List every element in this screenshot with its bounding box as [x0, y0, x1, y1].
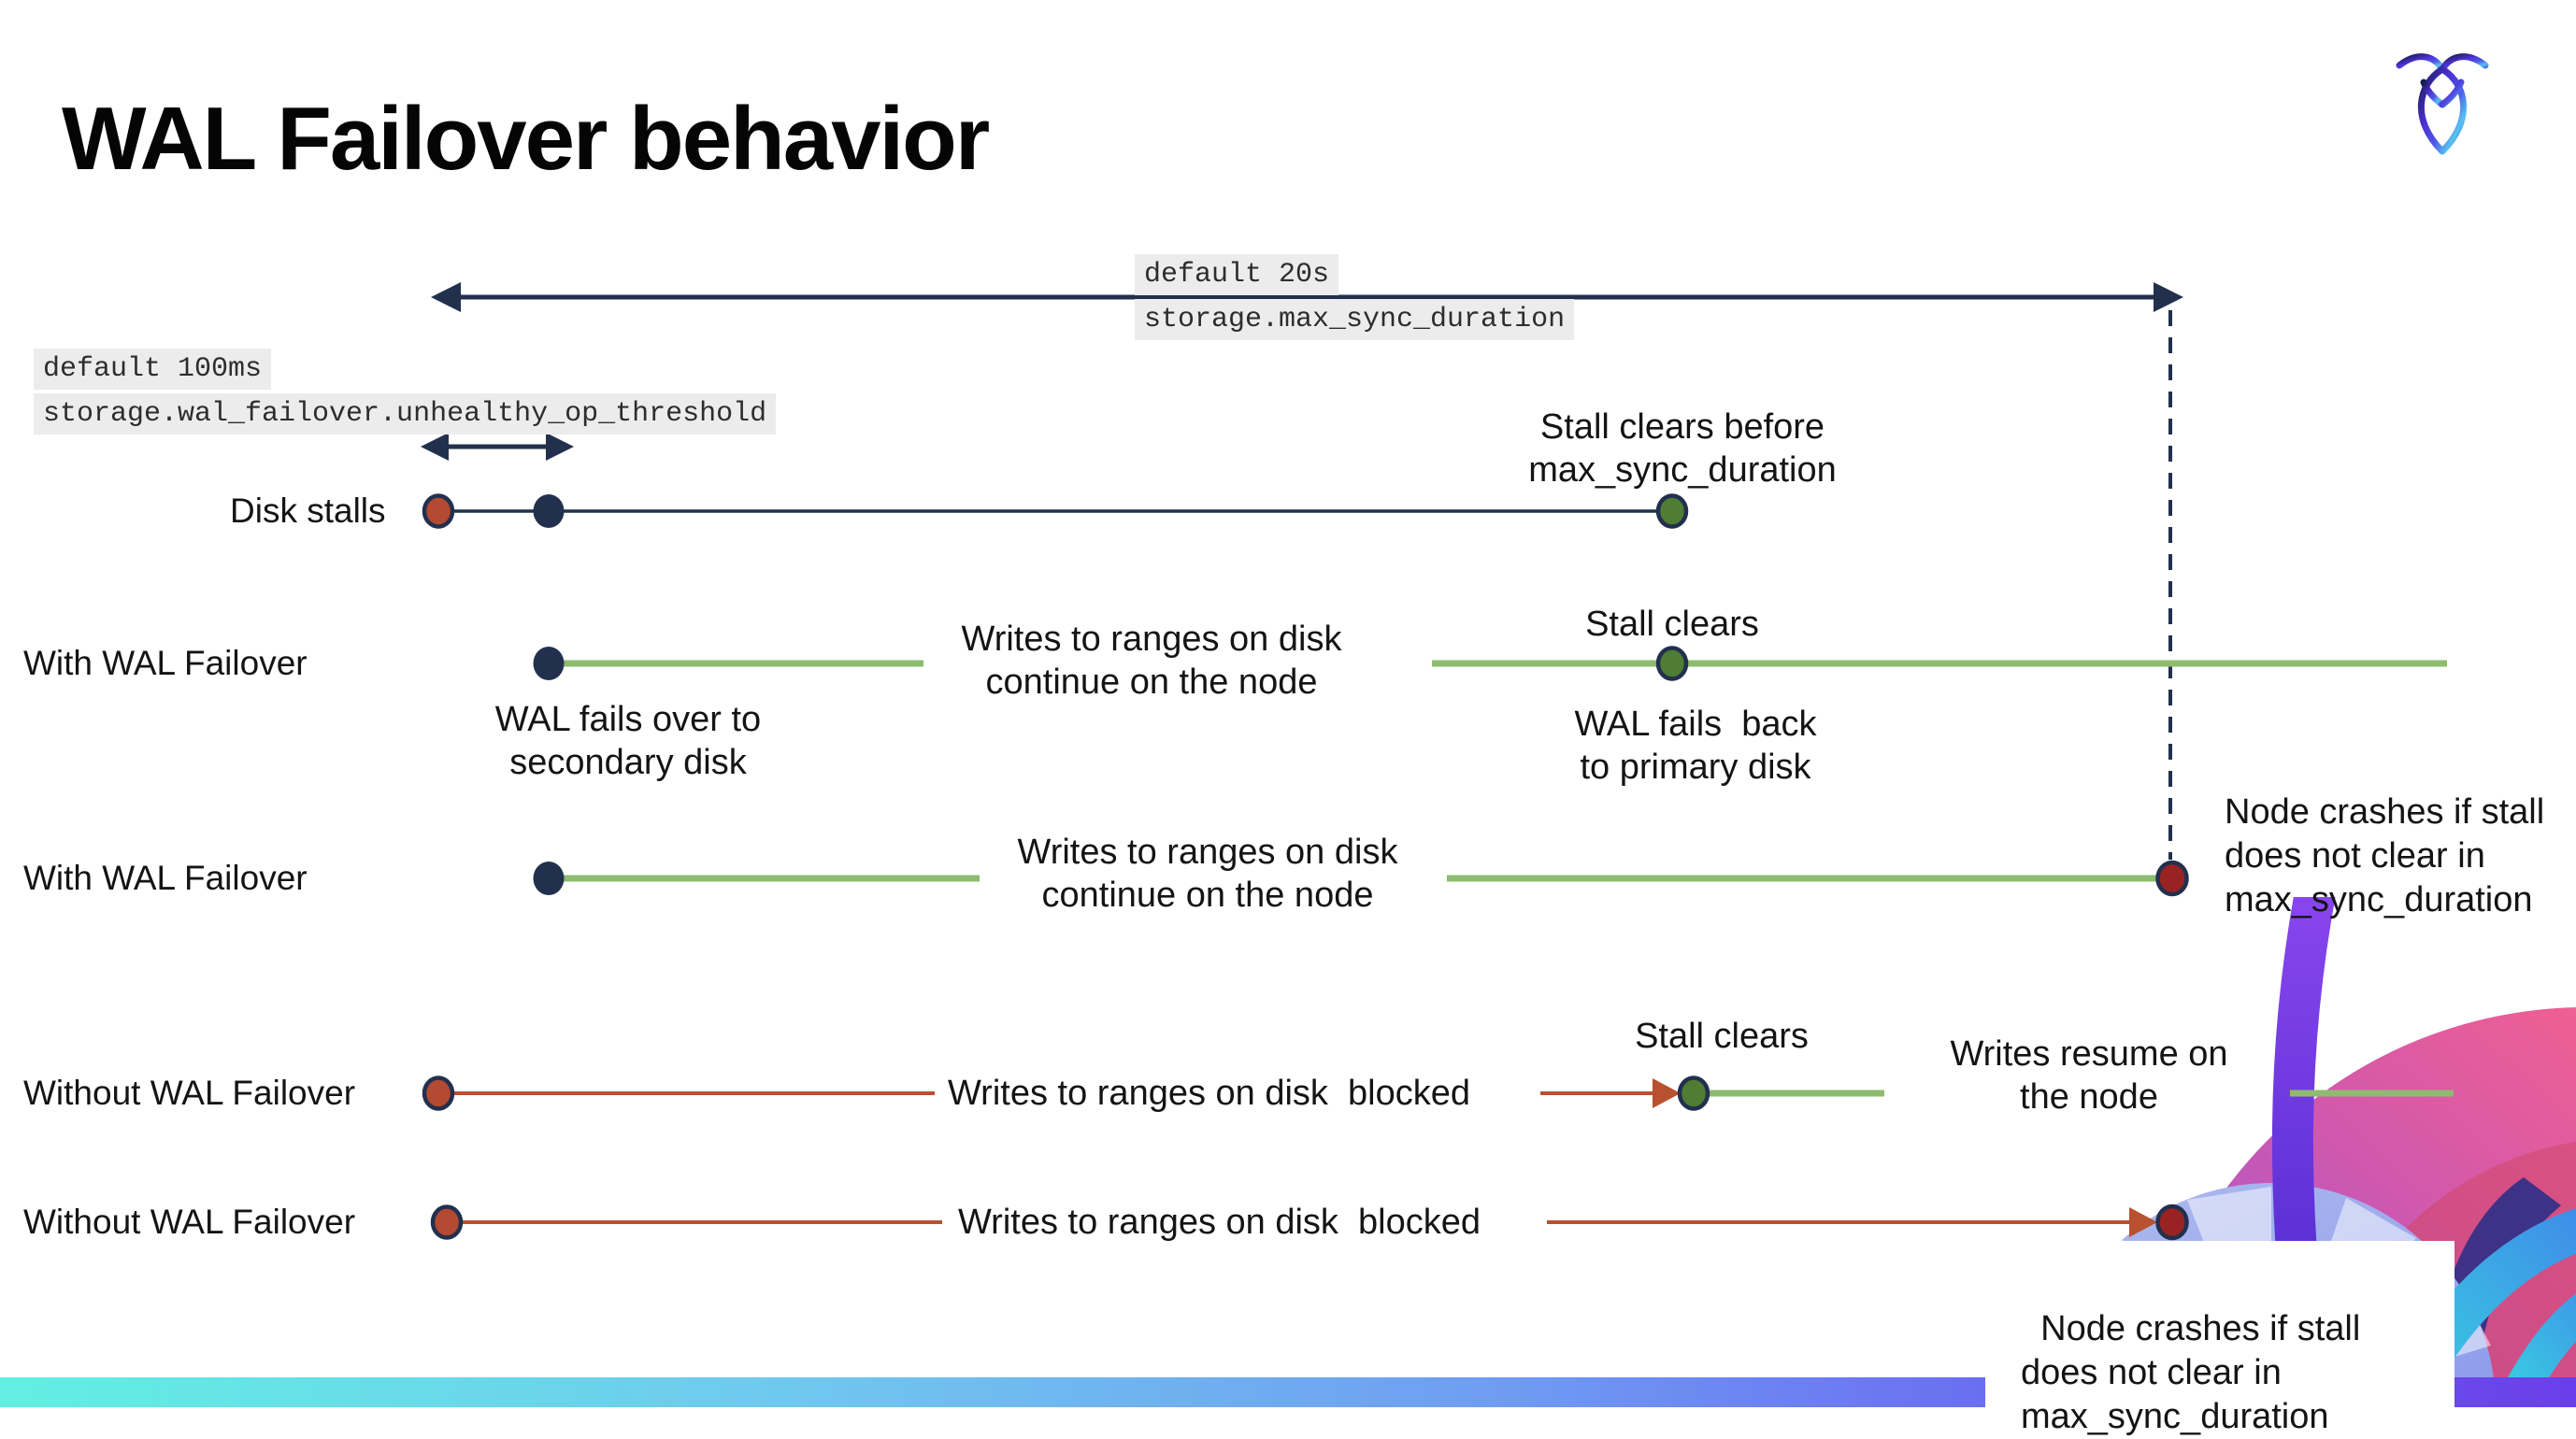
unhealthy-op-setting-name: storage.wal_failover.unhealthy_op_thresh… — [34, 393, 777, 435]
fail-back-dot — [1655, 646, 1689, 681]
unhealthy-op-default-label: default 100ms — [34, 349, 272, 390]
logo-antenna-left — [2396, 53, 2446, 73]
row-label-without-wal-2: Without WAL Failover — [23, 1203, 356, 1241]
row-label-disk-stalls: Disk stalls — [230, 492, 386, 530]
annotation-node-crashes-2: Node crashes if stall does not clear in … — [2021, 1309, 2361, 1436]
max-sync-setting-name: storage.max_sync_duration — [1135, 299, 1575, 340]
logo-antenna-right — [2439, 53, 2489, 73]
failover-dot — [533, 862, 565, 895]
failover-dot — [533, 647, 565, 680]
annotation-stall-clears-before: Stall clears before max_sync_duration — [1528, 407, 1837, 490]
blocked-arrow-head — [1653, 1078, 1681, 1108]
row-label-without-wal-1: Without WAL Failover — [23, 1074, 356, 1112]
annotation-writes-resume: Writes resume on the node — [1950, 1034, 2228, 1117]
annotation-stall-clears-1: Stall clears — [1585, 605, 1759, 644]
annotation-writes-blocked-2: Writes to ranges on disk blocked — [958, 1203, 1481, 1242]
node-crash-dot — [2155, 860, 2189, 897]
annotation-wal-fails-over: WAL fails over to secondary disk — [494, 700, 762, 782]
annotation-node-crashes-2-box: Node crashes if stall does not clear in … — [1985, 1241, 2454, 1436]
row-label-with-wal-1: With WAL Failover — [23, 644, 308, 682]
cockroachdb-logo-icon — [2396, 53, 2489, 155]
stall-start-dot — [430, 1204, 464, 1240]
row-label-with-wal-2: With WAL Failover — [23, 859, 308, 897]
max-sync-duration-range-arrow — [431, 282, 2183, 312]
blocked-arrow-head — [2129, 1207, 2157, 1237]
logo-branch-right — [2439, 78, 2465, 108]
timeline-disk-stalls — [422, 493, 1689, 529]
diagram-canvas — [421, 282, 2454, 1241]
stall-clear-dot — [1677, 1076, 1710, 1111]
node-crash-dot — [2155, 1204, 2189, 1241]
annotation-node-crashes-1: Node crashes if stall does not clear in … — [2225, 792, 2545, 919]
unhealthy-op-threshold-range-arrow — [421, 433, 574, 461]
timeline-with-wal-1 — [533, 646, 2447, 681]
timeline-with-wal-2 — [533, 860, 2189, 897]
annotation-wal-fails-back: WAL fails back to primary disk — [1574, 705, 1817, 787]
timeline-without-wal-2 — [430, 1204, 2189, 1241]
stall-clear-dot — [1655, 493, 1689, 529]
annotation-writes-continue-1: Writes to ranges on disk continue on the… — [961, 620, 1342, 702]
arrow-left-head — [431, 282, 461, 312]
max-sync-default-label: default 20s — [1135, 254, 1339, 295]
stall-start-dot — [422, 1076, 455, 1111]
stall-start-dot — [422, 493, 455, 529]
page-title: WAL Failover behavior — [62, 89, 990, 190]
annotation-writes-blocked-1: Writes to ranges on disk blocked — [948, 1074, 1471, 1113]
arrow-right-head — [2154, 282, 2183, 312]
annotation-stall-clears-2: Stall clears — [1635, 1017, 1809, 1056]
slide: { "title": "WAL Failover behavior", "set… — [0, 53, 2576, 1436]
timeline-without-wal-1 — [422, 1076, 2454, 1111]
logo-branch-left — [2420, 78, 2446, 108]
failover-threshold-dot — [533, 494, 565, 528]
annotation-writes-continue-2: Writes to ranges on disk continue on the… — [1017, 833, 1398, 915]
